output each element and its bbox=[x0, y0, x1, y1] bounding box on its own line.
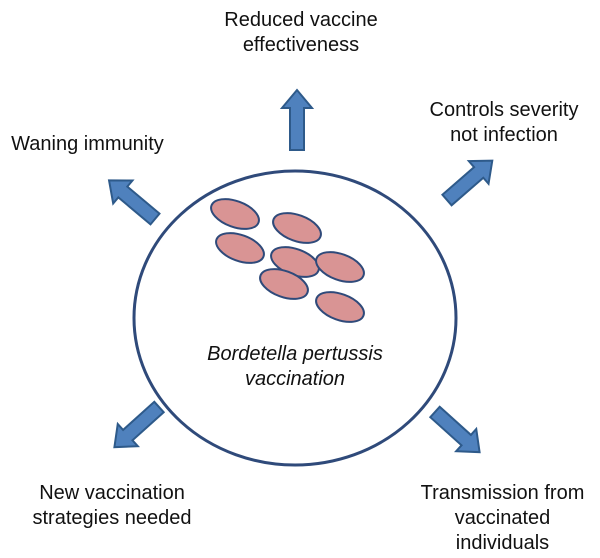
outcome-bottom-left-line-2: strategies needed bbox=[32, 507, 192, 529]
bacterium-icon bbox=[315, 251, 365, 283]
bacterium-icon bbox=[259, 268, 309, 300]
outcome-bottom-left-line-1: New vaccination bbox=[39, 482, 185, 504]
bacteria-cluster bbox=[210, 198, 365, 323]
arrow-bottom-right-icon bbox=[423, 399, 491, 465]
arrow-top-right-icon bbox=[436, 148, 504, 213]
central-circle bbox=[132, 169, 458, 467]
outcome-top-line-2: effectiveness bbox=[242, 34, 360, 56]
outcome-top-line-1: Reduced vaccine bbox=[224, 9, 378, 31]
outcome-bottom-right-line-2: vaccinated bbox=[454, 507, 551, 529]
outcome-label-top-right: Controls severity not infection bbox=[414, 98, 594, 148]
bacterium-icon bbox=[210, 198, 260, 230]
outcome-label-bottom-left: New vaccination strategies needed bbox=[12, 481, 212, 531]
center-label-line-1: Bordetella pertussis bbox=[207, 343, 383, 365]
arrow-bottom-left-icon bbox=[103, 394, 171, 460]
outcome-top-right-line-2: not infection bbox=[450, 124, 558, 146]
outcome-label-bottom-right: Transmission from vaccinated individuals bbox=[410, 481, 595, 556]
outcome-bottom-right-line-1: Transmission from bbox=[420, 482, 585, 504]
outcome-top-left-line-1: Waning immunity bbox=[11, 133, 164, 155]
bacterium-icon bbox=[215, 232, 265, 264]
center-label: Bordetella pertussis vaccination bbox=[180, 342, 410, 392]
center-label-line-2: vaccination bbox=[244, 368, 346, 390]
bacterium-icon bbox=[315, 291, 365, 323]
bacterium-icon bbox=[272, 212, 322, 244]
arrow-top-left-icon bbox=[98, 167, 166, 232]
outcome-bottom-right-line-3: individuals bbox=[455, 532, 550, 554]
outcome-top-right-line-1: Controls severity bbox=[429, 99, 579, 121]
arrow-top-icon bbox=[281, 89, 313, 151]
outcome-label-top-left: Waning immunity bbox=[0, 132, 175, 157]
outcome-label-top: Reduced vaccine effectiveness bbox=[196, 8, 406, 58]
